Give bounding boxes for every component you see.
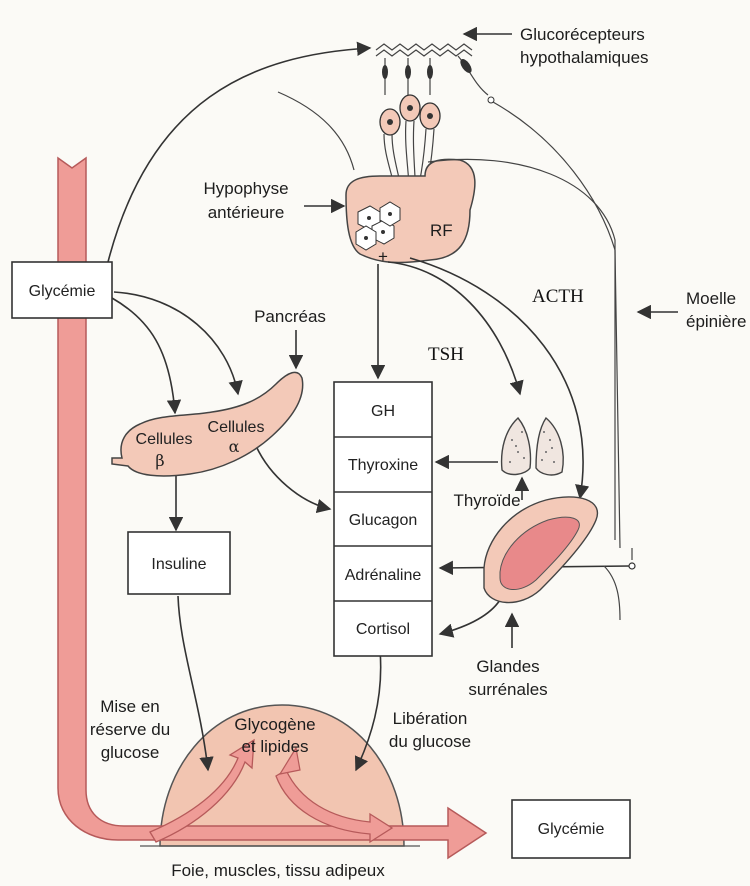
glycogene-label-2: et lipides <box>241 737 308 756</box>
acth-label: ACTH <box>532 286 584 307</box>
mise-label: Mise en <box>100 697 160 716</box>
cellules-alpha-label: Cellules <box>208 419 265 436</box>
tsh-label: TSH <box>428 344 464 365</box>
thyroid-gland <box>502 418 564 475</box>
glycogene-label: Glycogène <box>234 715 315 734</box>
mise-label-2: réserve du <box>90 720 170 739</box>
insuline-label: Insuline <box>151 556 206 573</box>
glandes-label-2: surrénales <box>468 680 547 699</box>
hormone-glucagon: Glucagon <box>349 512 418 529</box>
glandes-label: Glandes <box>476 657 539 676</box>
cellules-beta-label: Cellules <box>136 431 193 448</box>
alpha-symbol: α <box>229 437 240 456</box>
hormone-cortisol: Cortisol <box>356 621 410 638</box>
moelle-label: Moelle <box>686 289 736 308</box>
rf-label: RF <box>430 221 453 240</box>
foie-label: Foie, muscles, tissu adipeux <box>171 861 385 880</box>
hormone-gh: GH <box>371 403 395 420</box>
glycemie-left-label: Glycémie <box>29 283 96 300</box>
pancreas-label: Pancréas <box>254 307 326 326</box>
hypophyse-label-2: antérieure <box>208 203 285 222</box>
glucorecepteurs-label: Glucorécepteurs <box>520 25 645 44</box>
moelle-label-2: épinière <box>686 312 747 331</box>
hormone-adrenaline: Adrénaline <box>345 567 422 584</box>
beta-symbol: β <box>155 451 164 470</box>
glycemie-right-label: Glycémie <box>538 821 605 838</box>
liberation-label: Libération <box>393 709 468 728</box>
thyroide-label: Thyroïde <box>453 491 520 510</box>
hypophyse-label: Hypophyse <box>203 179 288 198</box>
adrenal-gland <box>484 497 597 603</box>
hormone-thyroxine: Thyroxine <box>348 457 418 474</box>
mise-label-3: glucose <box>101 743 160 762</box>
plus-sign: + <box>378 247 388 266</box>
glucorecepteurs-label-2: hypothalamiques <box>520 48 649 67</box>
liberation-label-2: du glucose <box>389 732 471 751</box>
